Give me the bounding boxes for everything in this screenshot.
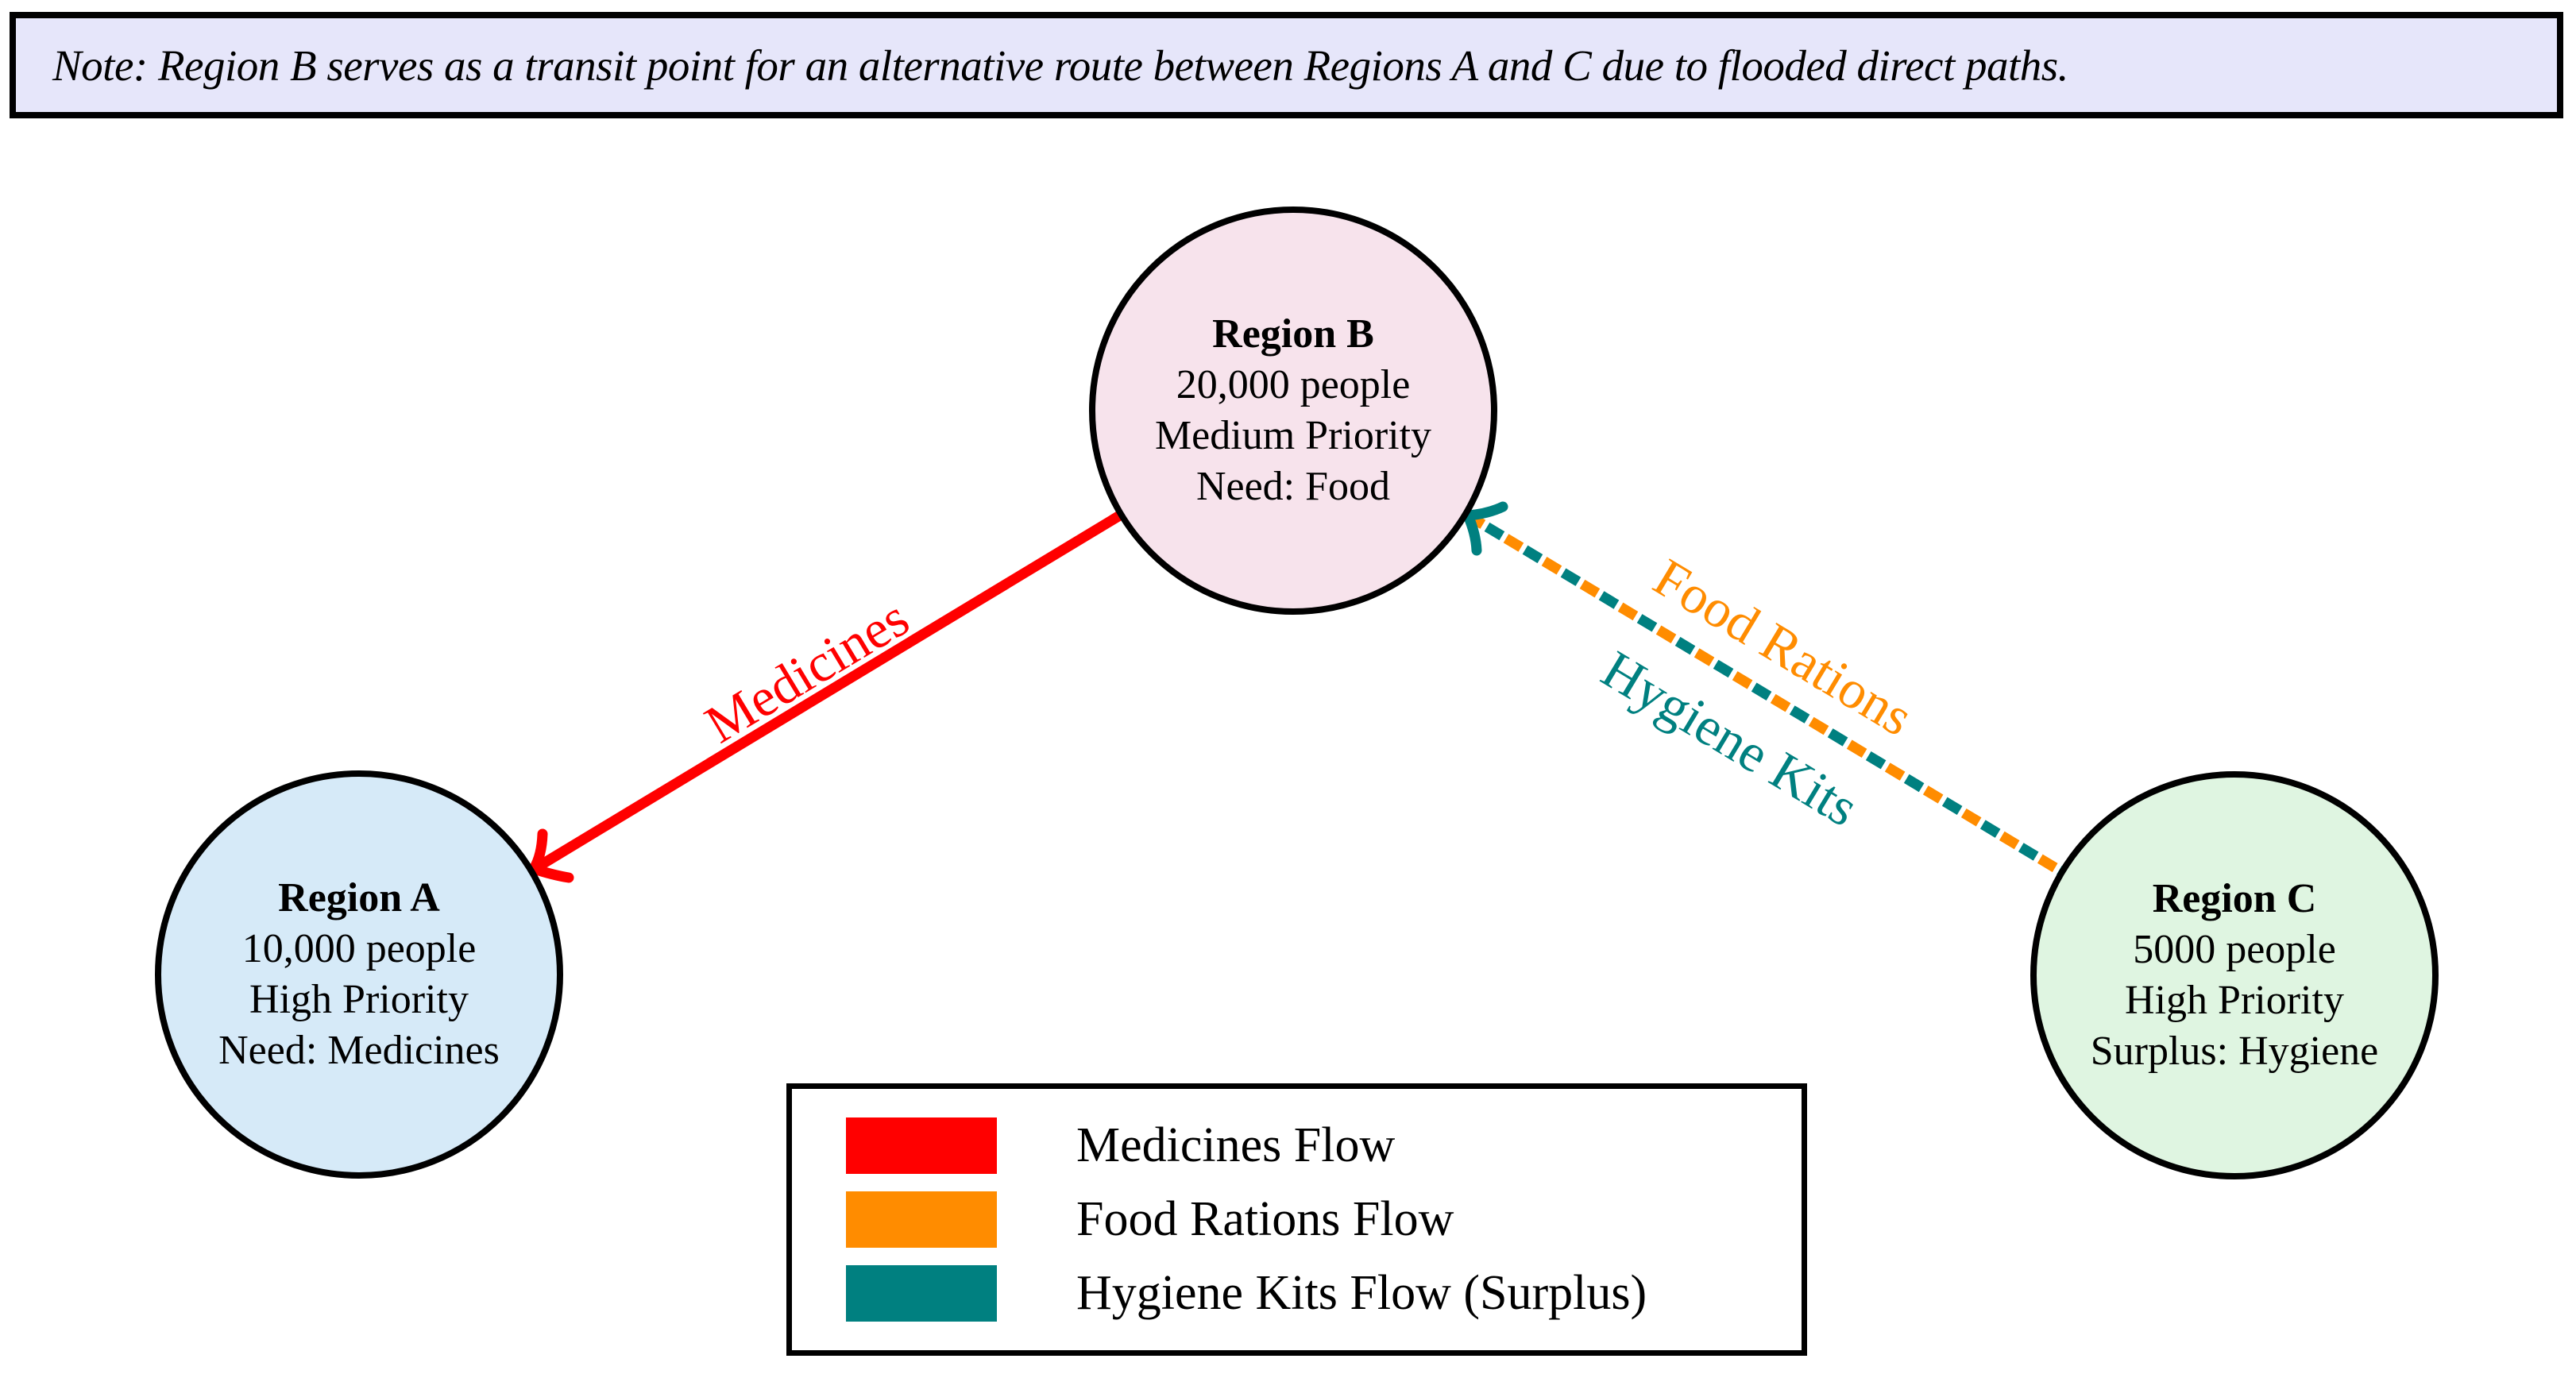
node-region-a: Region A 10,000 people High Priority Nee… (155, 770, 563, 1179)
region-b-name: Region B (1212, 311, 1374, 357)
node-region-c: Region C 5000 people High Priority Surpl… (2030, 771, 2439, 1179)
legend-row-food-rations: Food Rations Flow (846, 1191, 1802, 1248)
legend-row-hygiene-kits: Hygiene Kits Flow (Surplus) (846, 1265, 1802, 1322)
node-region-b: Region B 20,000 people Medium Priority N… (1089, 207, 1497, 615)
region-b-detail: Need: Food (1195, 464, 1391, 509)
region-a-priority: High Priority (249, 977, 469, 1022)
medicines-swatch-icon (846, 1117, 997, 1174)
medicines-edge-line (531, 511, 1124, 873)
legend-row-medicines: Medicines Flow (846, 1117, 1802, 1174)
region-c-name: Region C (2152, 876, 2317, 921)
region-a-population: 10,000 people (241, 926, 477, 971)
food-rations-swatch-icon (846, 1191, 997, 1248)
edge-medicines (528, 511, 1124, 883)
edge-food-hygiene (1462, 501, 2063, 875)
region-c-detail: Surplus: Hygiene (2090, 1029, 2379, 1074)
note-text: Note: Region B serves as a transit point… (52, 41, 2068, 90)
region-b-priority: Medium Priority (1154, 413, 1432, 458)
hygiene-kits-dash-line (1465, 511, 2063, 875)
note-banner: Note: Region B serves as a transit point… (10, 12, 2563, 118)
region-c-priority: High Priority (2125, 978, 2344, 1023)
legend: Medicines Flow Food Rations Flow Hygiene… (786, 1083, 1807, 1356)
region-b-population: 20,000 people (1176, 362, 1411, 407)
region-a-name: Region A (278, 875, 440, 921)
legend-label-medicines: Medicines Flow (1076, 1118, 1396, 1172)
legend-label-hygiene-kits: Hygiene Kits Flow (Surplus) (1076, 1266, 1647, 1320)
hygiene-kits-swatch-icon (846, 1265, 997, 1322)
legend-label-food-rations: Food Rations Flow (1076, 1192, 1454, 1246)
region-c-population: 5000 people (2133, 927, 2336, 972)
region-a-detail: Need: Medicines (218, 1028, 500, 1073)
